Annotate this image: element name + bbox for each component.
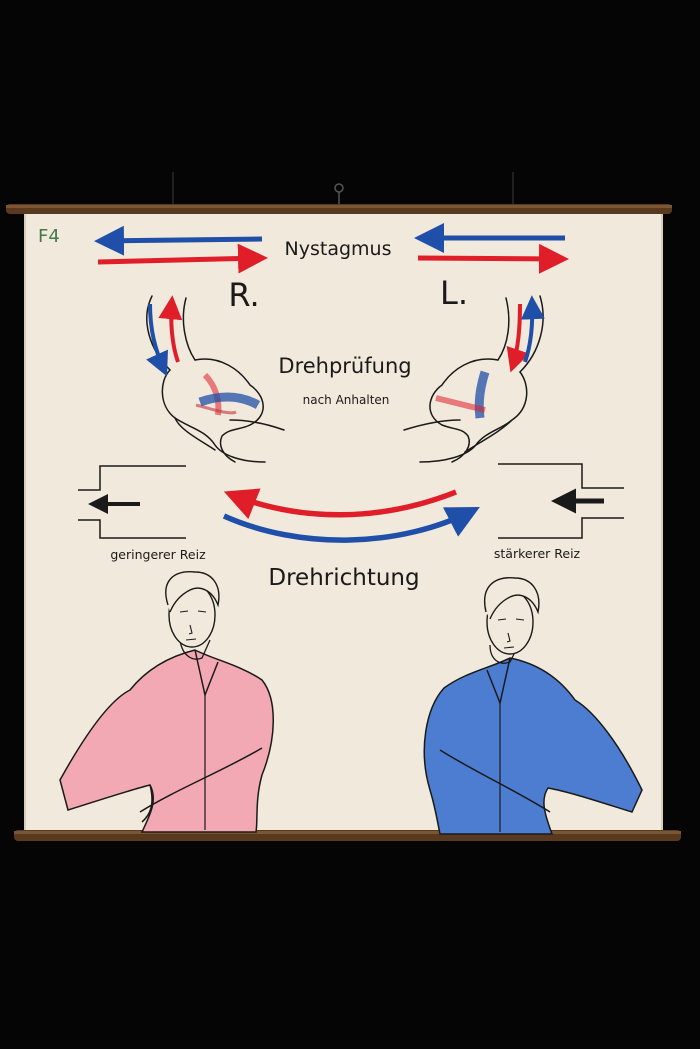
arrow-down-icon bbox=[146, 303, 168, 377]
nystagmus-arrows-right-side bbox=[94, 225, 268, 274]
arrow-right-icon bbox=[97, 243, 268, 274]
strong-stimulus-label: stärkerer Reiz bbox=[493, 546, 581, 561]
test-subtitle: nach Anhalten bbox=[302, 393, 390, 407]
weak-stimulus-label: geringerer Reiz bbox=[110, 547, 206, 562]
arrow-down-icon bbox=[506, 303, 530, 373]
page-title: Nystagmus bbox=[284, 238, 392, 260]
chart-code: F4 bbox=[38, 226, 60, 247]
arrow-right-icon bbox=[417, 243, 569, 274]
side-label-right: R. bbox=[228, 276, 260, 314]
head-figure-icon bbox=[59, 571, 274, 833]
arrow-up-icon bbox=[520, 295, 545, 363]
weak-stimulus-canal bbox=[78, 465, 186, 539]
arrow-up-icon bbox=[158, 295, 183, 363]
rotation-arrow-red bbox=[223, 488, 458, 520]
arrow-left-icon bbox=[94, 225, 263, 256]
side-label-left: L. bbox=[440, 274, 468, 312]
nystagmus-arrows-left-side bbox=[414, 223, 569, 274]
hanging-hook-icon bbox=[172, 172, 514, 205]
rotation-label: Drehrichtung bbox=[268, 565, 420, 591]
strong-stimulus-canal bbox=[498, 463, 624, 539]
test-name: Drehprüfung bbox=[278, 354, 412, 378]
rotation-arrow-blue bbox=[222, 506, 480, 543]
head-figure-icon bbox=[423, 577, 643, 835]
